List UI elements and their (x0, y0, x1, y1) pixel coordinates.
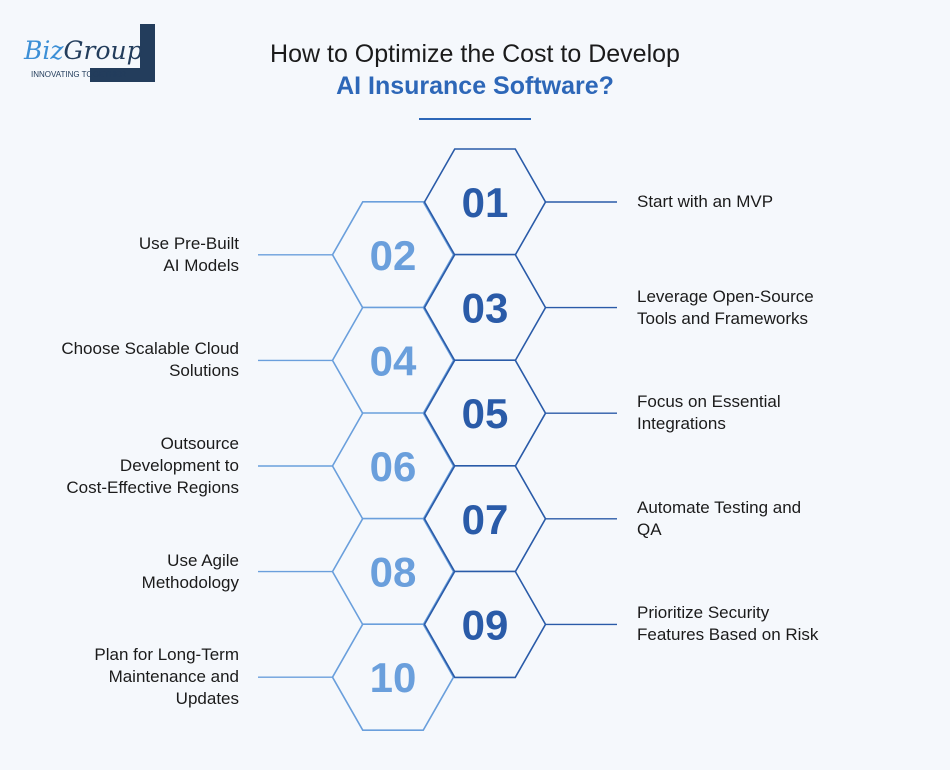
step-number-04: 04 (370, 337, 417, 384)
step-number-08: 08 (370, 549, 417, 596)
step-number-06: 06 (370, 443, 417, 490)
step-number-03: 03 (462, 285, 509, 332)
step-number-02: 02 (370, 232, 417, 279)
step-number-10: 10 (370, 654, 417, 701)
bizgroup-logo: BizGroup INNOVATING TOGETHER (22, 24, 157, 82)
step-label-01: Start with an MVP (637, 192, 774, 211)
step-number-07: 07 (462, 496, 509, 543)
hexagon-10 (331, 623, 455, 732)
step-number-05: 05 (462, 390, 509, 437)
title-line-1: How to Optimize the Cost to Develop (270, 40, 680, 68)
title-underline (419, 118, 531, 120)
title-line-2: AI Insurance Software? (336, 72, 614, 100)
step-number-01: 01 (462, 179, 509, 226)
step-number-09: 09 (462, 601, 509, 648)
